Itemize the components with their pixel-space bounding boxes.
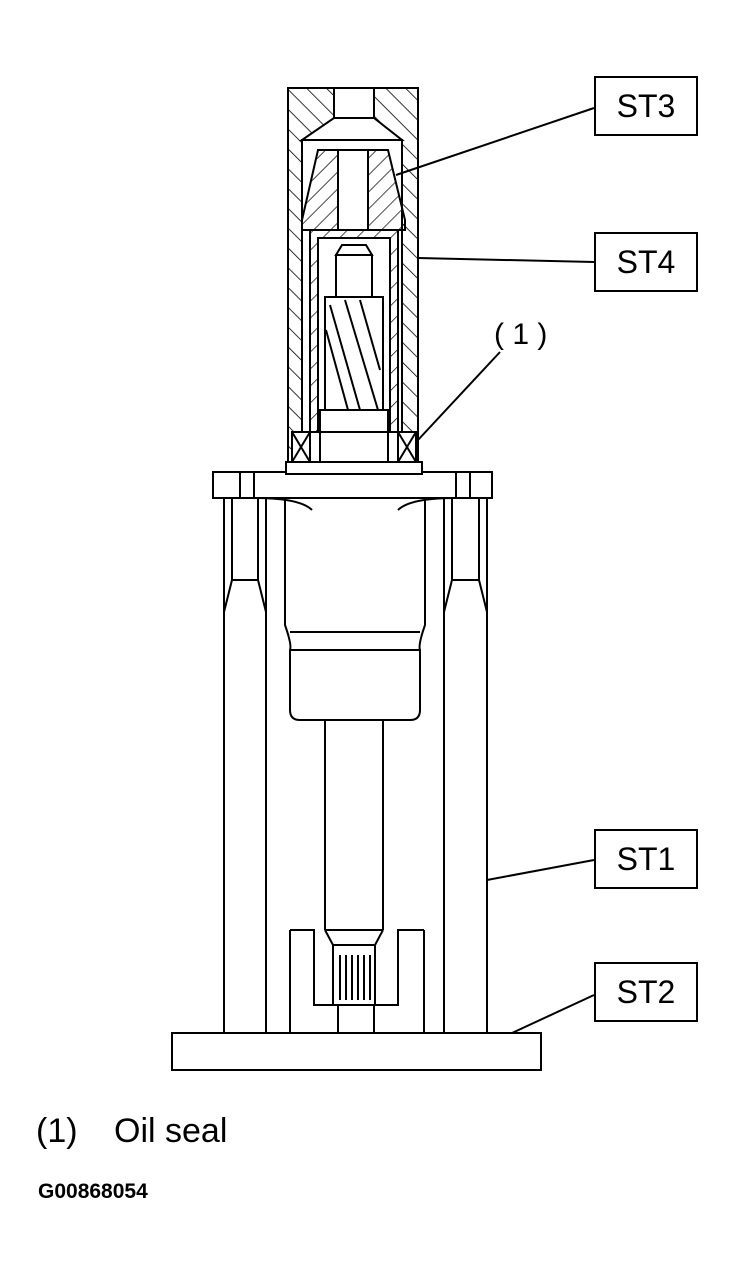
legend-number: (1)	[36, 1112, 78, 1150]
st3-seal-guide	[301, 149, 406, 433]
st1-stand	[223, 497, 488, 1034]
oil-seal-callout-number: ( 1 )	[494, 318, 548, 351]
oil-seal-leader-line	[417, 351, 501, 441]
st1-leader-line	[486, 859, 595, 881]
oil-seal	[291, 431, 417, 463]
st3-label: ST3	[594, 76, 698, 136]
st2-base-plate	[171, 1032, 542, 1071]
st2-leader-line	[511, 994, 595, 1034]
worm-gear	[318, 244, 390, 463]
st3-leader-line	[395, 107, 595, 176]
st4-leader-line	[417, 257, 595, 263]
st2-label: ST2	[594, 962, 698, 1022]
st4-installer-sleeve	[287, 87, 419, 463]
st4-label: ST4	[594, 232, 698, 292]
output-shaft	[324, 720, 384, 1005]
flange-plate	[212, 461, 493, 511]
legend-text: Oil seal	[114, 1112, 228, 1150]
piston-body	[284, 500, 426, 721]
st1-label: ST1	[594, 829, 698, 889]
figure-id: G00868054	[38, 1180, 148, 1203]
legend-item: (1) Oil seal	[36, 1112, 227, 1151]
